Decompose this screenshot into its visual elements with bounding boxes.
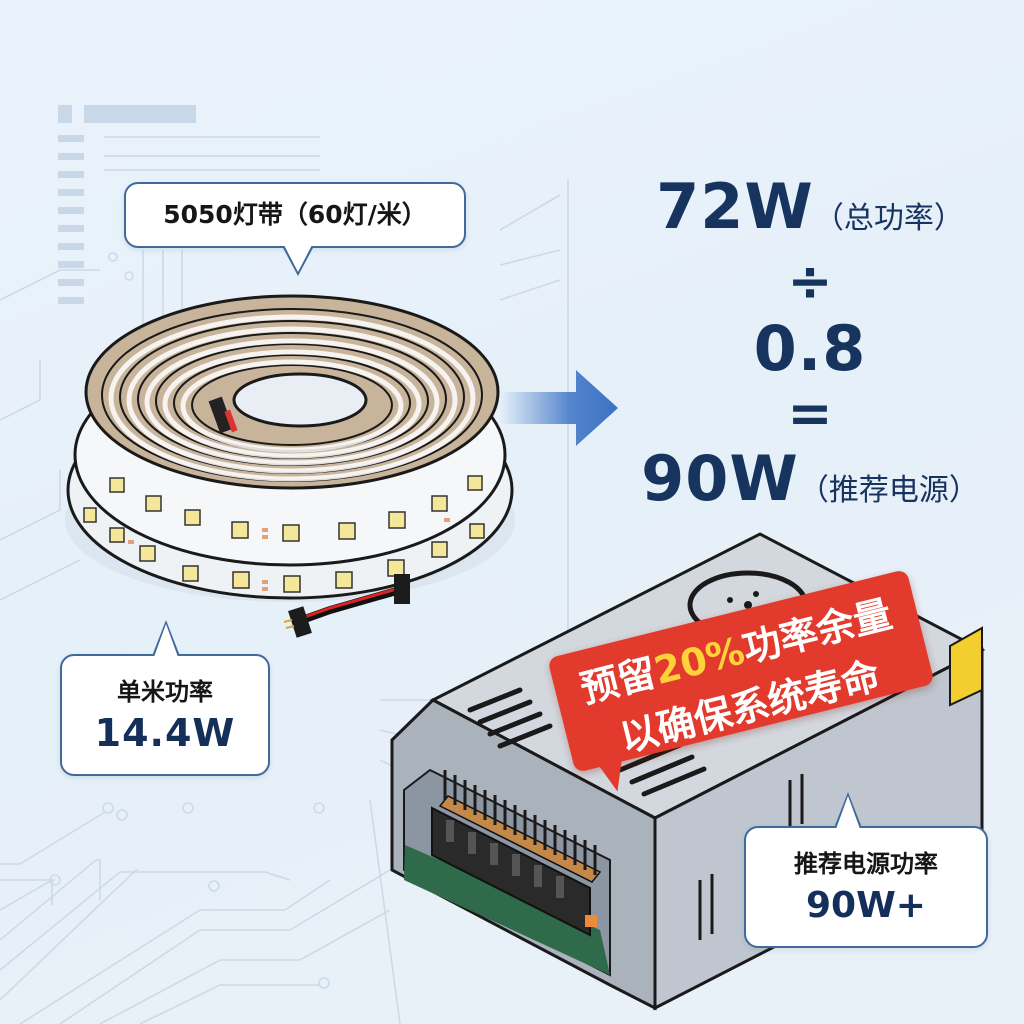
callout-tail-fill <box>154 624 178 657</box>
psu-recommendation-label: 推荐电源功率 <box>794 850 938 878</box>
recommended-power-value: 90W <box>641 442 799 515</box>
per-meter-power-value: 14.4W <box>94 711 236 755</box>
total-power-value: 72W <box>656 170 814 243</box>
equals-symbol: = <box>787 382 833 445</box>
callout-tail-fill <box>836 796 860 829</box>
psu-recommendation-callout: 推荐电源功率 90W+ <box>744 792 988 948</box>
total-power-note: （总功率） <box>813 201 964 236</box>
callout-tail-fill <box>284 245 312 272</box>
psu-recommendation-value: 90W+ <box>806 885 926 926</box>
strip-type-callout: 5050灯带（60灯/米） <box>124 182 466 276</box>
recommended-power-note: （推荐电源） <box>798 473 979 508</box>
strip-type-label: 5050灯带（60灯/米） <box>163 200 427 229</box>
safety-factor-value: 0.8 <box>753 312 867 385</box>
divide-symbol: ÷ <box>787 250 833 313</box>
per-meter-power-callout: 单米功率 14.4W <box>60 620 270 776</box>
per-meter-power-label: 单米功率 <box>117 678 213 706</box>
